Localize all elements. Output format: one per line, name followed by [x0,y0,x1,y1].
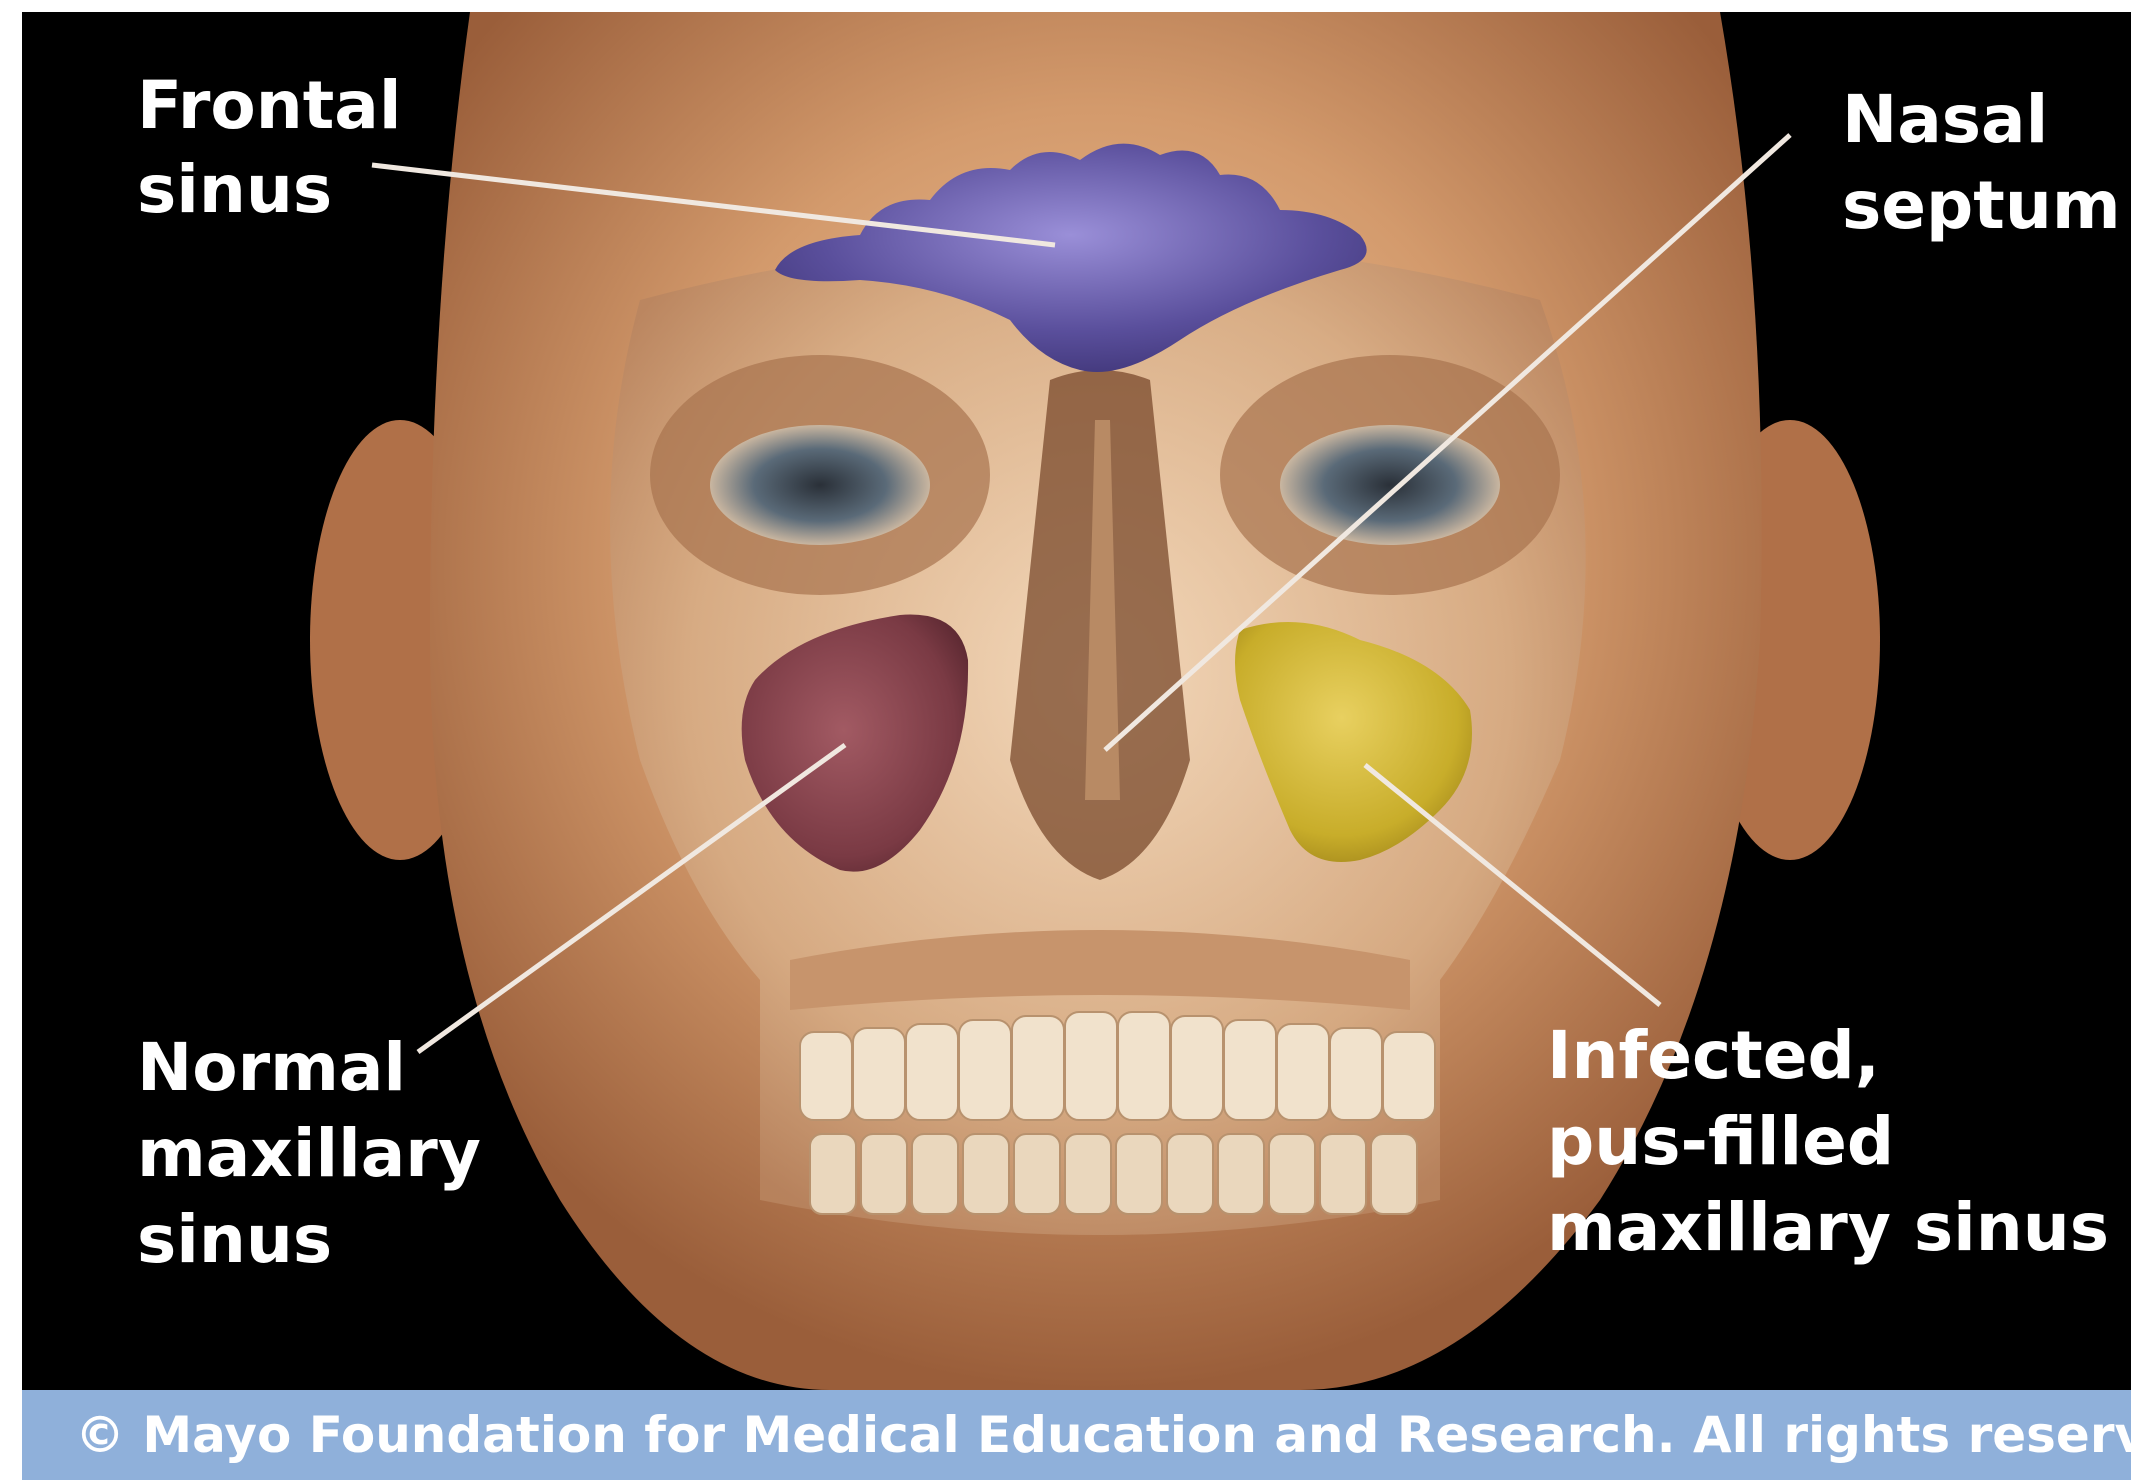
nasal-septum-label-line-2: septum [1842,167,2121,244]
tooth [1118,1012,1170,1120]
tooth [1065,1012,1117,1120]
tooth [959,1020,1011,1120]
normal-maxillary-sinus-label-line-1: Normal [137,1029,406,1106]
lower-tooth [1014,1134,1060,1214]
frontal-sinus-label-line-1: Frontal [137,67,401,144]
lower-tooth [1116,1134,1162,1214]
left-eye [710,425,930,545]
tooth [1012,1016,1064,1120]
tooth [853,1028,905,1120]
nasal-septum-label-line-1: Nasal [1842,81,2048,158]
lower-tooth [912,1134,958,1214]
lower-tooth [963,1134,1009,1214]
normal-maxillary-sinus-label-line-3: sinus [137,1201,332,1278]
lower-tooth [1167,1134,1213,1214]
frontal-sinus-label-line-2: sinus [137,151,332,228]
lower-tooth [810,1134,856,1214]
tooth [1383,1032,1435,1120]
normal-maxillary-sinus-label-line-2: maxillary [137,1115,481,1192]
right-eye [1280,425,1500,545]
tooth [1224,1020,1276,1120]
tooth [1330,1028,1382,1120]
lower-tooth [1320,1134,1366,1214]
tooth [1277,1024,1329,1120]
lower-tooth [1371,1134,1417,1214]
lower-tooth [1065,1134,1111,1214]
tooth [1171,1016,1223,1120]
tooth [800,1032,852,1120]
lower-tooth [1218,1134,1264,1214]
lower-tooth [1269,1134,1315,1214]
infected-maxillary-sinus-label-line-2: pus-filled [1547,1103,1894,1180]
infected-maxillary-sinus-label-line-1: Infected, [1547,1017,1880,1094]
copyright-text: © Mayo Foundation for Medical Education … [75,1406,2131,1464]
infected-maxillary-sinus-label-line-3: maxillary sinus [1547,1189,2109,1266]
tooth [906,1024,958,1120]
lower-tooth [861,1134,907,1214]
